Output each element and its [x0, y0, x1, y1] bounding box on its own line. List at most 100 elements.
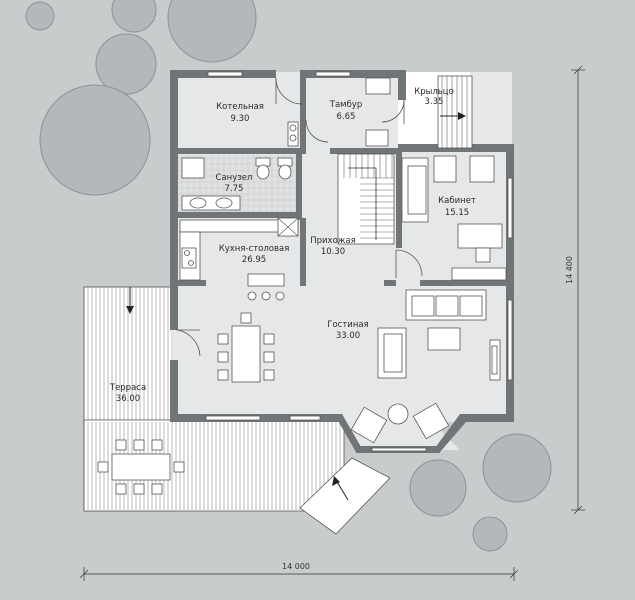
dining-chair: [263, 333, 275, 345]
terrace-chair: [97, 461, 109, 473]
living-sofa-seat-2: [435, 295, 459, 317]
wall-left-lower: [170, 360, 178, 422]
stairs-frame: [337, 153, 395, 245]
study-cabinet: [451, 267, 507, 281]
tree-left-2: [39, 84, 151, 196]
doors: [176, 77, 423, 357]
vestibule-bench: [365, 129, 389, 147]
terrace-chair: [133, 439, 145, 451]
door-boiler: [305, 119, 329, 143]
coffee-table: [427, 327, 461, 351]
wall-bath-bottom: [170, 212, 300, 218]
wall-study-left: [396, 148, 402, 248]
bar-stool-2: [261, 291, 271, 301]
room-name-hall: Прихожая: [310, 236, 356, 246]
wall-vestibule-bottom: [330, 148, 400, 154]
terrace-chair: [151, 439, 163, 451]
terrace-chair: [151, 483, 163, 495]
bar-stool-3: [275, 291, 285, 301]
room-area-hall: 10.30: [321, 247, 345, 257]
bath-sink-2: [215, 197, 233, 209]
dimension-width: [79, 567, 519, 581]
window-living-right: [507, 299, 513, 381]
room-name-living: Гостиная: [327, 320, 368, 330]
living-armchair-inner: [383, 333, 403, 373]
stove-burner-1: [184, 250, 190, 256]
dining-chairs: [217, 312, 275, 381]
stairs-arrow-path: [348, 167, 377, 240]
wall-study-bottom: [420, 280, 514, 286]
staircase: [337, 153, 395, 245]
bay-armchair-right: [412, 402, 450, 440]
terrace-chair: [115, 439, 127, 451]
tree-top-1: [111, 0, 157, 33]
wall-boiler-right: [300, 70, 306, 150]
door-terrace: [177, 329, 201, 357]
terrace-chair: [133, 483, 145, 495]
room-area-boiler: 9.30: [231, 114, 250, 124]
room-name-bathroom: Санузел: [216, 173, 253, 183]
room-name-study: Кабинет: [438, 196, 476, 206]
house-floor: [172, 72, 512, 450]
bay-armchair-left: [350, 406, 388, 444]
dining-chair: [217, 333, 229, 345]
furniture: [97, 77, 507, 495]
tree-right-1: [482, 433, 552, 503]
terrace-chairs: [97, 439, 185, 495]
dim-width-slash-left: [79, 569, 89, 579]
toilet-bowl: [256, 164, 270, 180]
vestibule-cabinet: [365, 77, 391, 95]
tree-top-2: [167, 0, 257, 63]
room-area-kitchen: 26.95: [242, 255, 266, 265]
room-area-study: 15.15: [445, 208, 469, 218]
trees: [25, 0, 552, 552]
room-name-kitchen: Кухня-столовая: [219, 244, 290, 254]
porch-steps: [437, 75, 473, 149]
terrace-arrow-head: [126, 306, 134, 314]
fridge-x-2: [277, 217, 299, 237]
porch-step-lines: [441, 76, 468, 148]
tree-right-3: [472, 516, 508, 552]
window-boiler-top: [207, 71, 243, 77]
room-name-vestibule: Тамбур: [329, 100, 362, 110]
stove-burner-2: [188, 260, 194, 266]
dining-chair: [217, 369, 229, 381]
living-sofa-seat-1: [411, 295, 435, 317]
dining-chair: [217, 351, 229, 363]
dim-depth-slash-top: [573, 65, 583, 75]
study-office-chair: [475, 247, 491, 263]
room-labels: Котельная 9.30 Тамбур 6.65 Крыльцо 3.35 …: [109, 87, 476, 404]
dim-width-slash-right: [509, 569, 519, 579]
window-bay-bottom: [371, 447, 427, 452]
room-area-bathroom: 7.75: [225, 184, 244, 194]
wall-hall-bottom: [384, 280, 396, 286]
window-living-bottom: [289, 415, 321, 421]
tv-screen: [491, 345, 498, 375]
dimension-depth: [571, 65, 585, 515]
study-chair: [433, 155, 457, 183]
tree-top-3: [25, 1, 55, 31]
window-study-right: [507, 177, 513, 239]
stair-steps: [343, 154, 394, 239]
room-name-terrace: Терраса: [109, 383, 146, 393]
wall-bath-right: [296, 148, 302, 220]
terrace-chair: [173, 461, 185, 473]
living-sofa-seat-3: [459, 295, 483, 317]
boiler-pipe-1: [289, 124, 297, 132]
dining-chair: [240, 312, 252, 324]
dim-depth-slash-bottom: [573, 505, 583, 515]
room-area-vestibule: 6.65: [337, 112, 356, 122]
door-hall: [395, 249, 423, 277]
ramp-arrow-line: [335, 479, 349, 501]
terrace-ramp: [299, 457, 391, 535]
wall-left: [170, 70, 178, 330]
bay-round-table: [387, 403, 409, 425]
room-area-living: 33.00: [336, 331, 360, 341]
dining-chair: [263, 351, 275, 363]
ramp-arrow-head: [332, 476, 340, 486]
wall-kitchen-partition: [300, 218, 306, 286]
bath-sink-1: [189, 197, 207, 209]
dining-table: [231, 325, 261, 383]
shower: [181, 157, 205, 179]
study-sofa-cushion: [407, 165, 427, 215]
